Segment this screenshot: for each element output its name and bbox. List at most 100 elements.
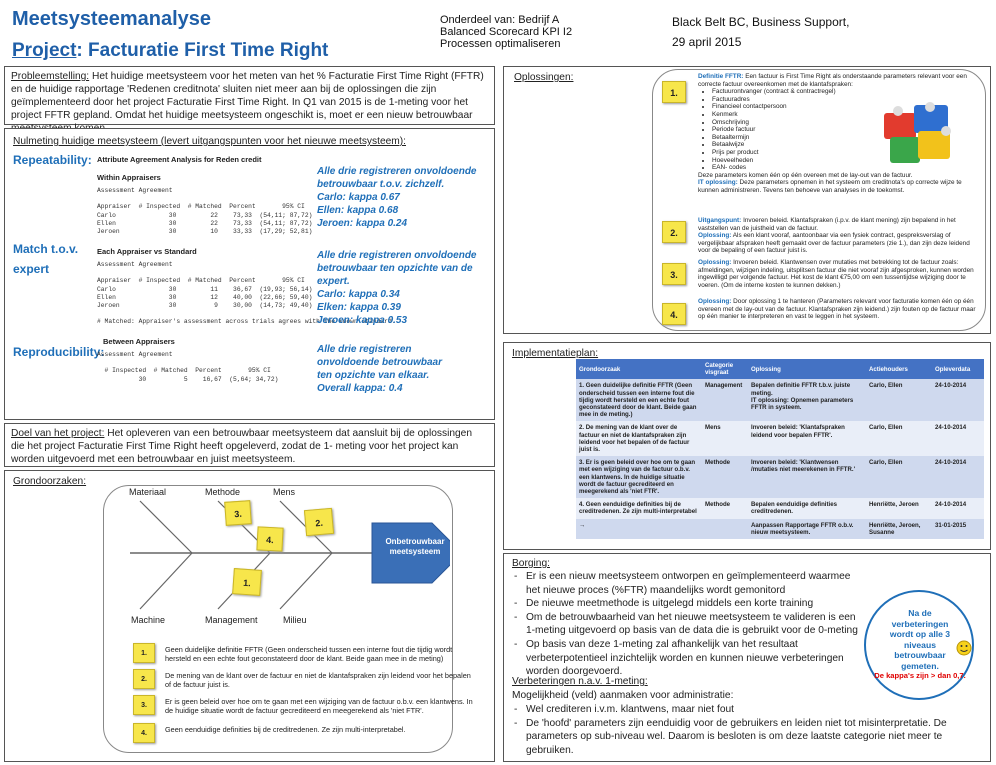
list-item: Periode factuur: [712, 126, 870, 134]
list-item: Financieel contactpersoon: [712, 103, 870, 111]
verbetering-list: Wel crediteren i.v.m. klantwens, maar ni…: [514, 703, 984, 757]
probleem-label: Probleemstelling:: [11, 71, 90, 82]
table-cell: Carlo, Ellen: [866, 456, 932, 499]
table-cell: Carlo, Ellen: [866, 379, 932, 422]
solution-label: Oplossing:: [698, 259, 732, 266]
list-item: Op basis van deze 1-meting zal afhankeli…: [514, 638, 860, 679]
implementatie-section: Implementatieplan: Grondoorzaak Categori…: [503, 342, 991, 550]
solution-text: Deze parameters komen één op één overeen…: [698, 171, 913, 179]
solution-4: Oplossing: Door oplossing 1 te hanteren …: [698, 298, 980, 321]
legend-text: Geen duidelijke definitie FFTR (Geen ond…: [165, 645, 453, 663]
doel-body: Het opleveren van een betrouwbaar meetsy…: [11, 428, 472, 465]
sticky-note: 1.: [133, 643, 155, 663]
list-item: Om de betrouwbaarheid van het nieuwe mee…: [514, 611, 860, 638]
kappa-line: Overall kappa: 0.4: [317, 383, 403, 394]
bubble-text: Na de verbeteringen wordt op alle 3 nive…: [872, 608, 968, 680]
bone-machine: [139, 552, 193, 610]
nulmeting-heading: Nulmeting huidige meetsysteem (levert ui…: [13, 136, 406, 147]
kappa-repeatability: Alle drie registreren onvoldoende betrou…: [317, 165, 476, 230]
implementatie-table-wrap: Grondoorzaak Categorie visgraat Oplossin…: [576, 359, 984, 540]
table-cell: Bepalen definitie FFTR t.b.v. juiste met…: [748, 379, 866, 422]
table-cell: Management: [702, 379, 748, 422]
sticky-note: 3.: [662, 263, 686, 285]
project-prefix: Project: [12, 40, 77, 61]
list-item: Factuurontvanger (contract & contractreg…: [712, 88, 870, 96]
result-bubble: Na de verbeteringen wordt op alle 3 nive…: [864, 590, 974, 700]
puzzle-piece: [918, 131, 950, 159]
table-cell: Methode: [702, 456, 748, 499]
list-item: Hoeveelheden: [712, 157, 870, 165]
kappa-line: Alle drie registreren onvoldoende: [317, 250, 477, 261]
table-cell: 24-10-2014: [932, 379, 984, 422]
unit-line: Onderdeel van: Bedrijf A: [440, 14, 560, 26]
doel-section: Doel van het project: Het opleveren van …: [4, 423, 495, 467]
kappa-line: Alle drie registreren onvoldoende: [317, 166, 477, 177]
solution-text: Een factuur is First Time Right als onde…: [698, 73, 967, 88]
vs-standard-title: Each Appraiser vs Standard: [97, 247, 197, 256]
project-title: Project: Facturatie First Time Right: [12, 40, 328, 62]
column-header: Oplossing: [748, 359, 866, 380]
puzzle-illustration: [884, 102, 951, 163]
borging-heading: Borging:: [512, 558, 550, 569]
figure-head: [941, 126, 951, 136]
bone-materiaal: [139, 500, 193, 554]
solution-1: Definitie FFTR: Een factuur is First Tim…: [698, 73, 980, 195]
sticky-note: 4.: [662, 303, 686, 325]
implementatie-heading: Implementatieplan:: [512, 348, 599, 359]
table-row: 1. Geen duidelijke definitie FFTR (Geen …: [576, 379, 984, 422]
table-cell: 4. Geen eenduidige definities bij de cre…: [576, 498, 702, 519]
table-cell: Invoeren beleid: 'Klantafspraken leidend…: [748, 421, 866, 457]
list-item: Omschrijving: [712, 119, 870, 127]
sticky-note: 3.: [224, 500, 252, 526]
parameter-list: Factuurontvanger (contract & contractreg…: [698, 88, 870, 172]
table-cell: Mens: [702, 421, 748, 457]
between-table: Assessment Agreement # Inspected # Match…: [97, 351, 279, 383]
solution-label: IT oplossing:: [698, 179, 738, 187]
figure-head: [925, 102, 935, 112]
list-item: De nieuwe meetmethode is uitgelegd midde…: [514, 597, 860, 611]
borging-list: Er is een nieuw meetsysteem ontworpen en…: [514, 570, 860, 679]
column-header: Opleverdata: [932, 359, 984, 380]
aaa-title: Attribute Agreement Analysis for Reden c…: [97, 155, 262, 164]
list-item: EAN- codes: [712, 164, 870, 172]
bubble-red-text: De kappa's zijn > dan 0,7.: [874, 671, 966, 680]
grondoorzaken-heading: Grondoorzaken:: [13, 476, 87, 487]
column-header: Grondoorzaak: [576, 359, 702, 380]
fishbone-head-label: Onbetrouwbaar meetsysteem: [385, 537, 445, 556]
bubble-line: niveaus: [903, 639, 936, 650]
solution-text: Als een klant vooraf, aantoonbaar via ee…: [698, 232, 970, 255]
kappa-line: Carlo: kappa 0.34: [317, 289, 400, 300]
table-cell: 24-10-2014: [932, 498, 984, 519]
sticky-note: 1.: [232, 568, 262, 596]
repeatability-label: Repeatability:: [13, 153, 92, 167]
table-cell: Aanpassen Rapportage FFTR o.b.v. nieuw m…: [748, 518, 866, 540]
sticky-note: 2.: [303, 507, 335, 537]
bubble-line: Na de: [908, 608, 932, 618]
reproducibility-label: Reproducibility:: [13, 345, 105, 359]
oplossingen-section: Oplossingen: 1. 2. 3. 4. Definitie FFTR:…: [503, 66, 991, 334]
sticky-note: 3.: [133, 695, 155, 715]
solution-1-it: IT oplossing: Deze parameters opnemen in…: [698, 179, 980, 194]
kappa-reproducibility: Alle drie registreren onvoldoende betrou…: [317, 343, 442, 395]
doel-label: Doel van het project:: [11, 428, 105, 439]
table-cell: [702, 518, 748, 540]
sticky-note: 4.: [133, 723, 155, 743]
sticky-note: 4.: [256, 526, 284, 552]
grondoorzaken-section: Grondoorzaken: Onbetrouwbaar meetsysteem…: [4, 470, 495, 762]
kappa-line: Ellen: kappa 0.68: [317, 205, 399, 216]
unit-line: Processen optimaliseren: [440, 38, 561, 50]
table-cell: Bepalen eenduidige definities creditrede…: [748, 498, 866, 519]
table-cell: →: [576, 518, 702, 540]
page-title: Meetsysteemanalyse: [12, 8, 212, 30]
list-item: Er is een nieuw meetsysteem ontworpen en…: [514, 570, 860, 597]
bone-milieu: [279, 552, 333, 610]
table-cell: Invoeren beleid: 'Klantwensen /mutaties …: [748, 456, 866, 499]
legend-text: De mening van de klant over de factuur e…: [165, 671, 471, 689]
solution-text: Deze parameters opnemen in het systeem o…: [698, 179, 962, 194]
oplossingen-frame: [652, 69, 986, 331]
kappa-line: betrouwbaar ten opzichte van de expert.: [317, 263, 473, 287]
fishbone-frame: [103, 485, 453, 753]
legend-text: Geen eenduidige definities bij de credit…: [165, 725, 406, 734]
verbetering-heading: Verbeteringen n.a.v. 1-meting:: [512, 676, 648, 687]
sticky-note: 2.: [133, 669, 155, 689]
